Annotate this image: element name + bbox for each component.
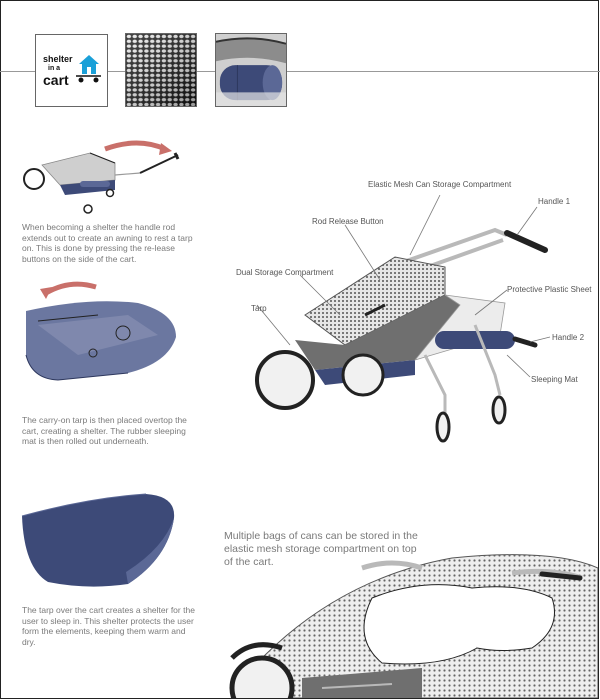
mesh-storage-closeup-figure xyxy=(229,554,598,698)
logo-line-3: cart xyxy=(43,72,69,88)
tarp-shelter-figure xyxy=(21,493,175,587)
logo-line-2: in a xyxy=(48,65,61,72)
tarp-placement-figure xyxy=(25,281,176,381)
house-cart-icon xyxy=(76,55,101,83)
logo-line-1: shelter xyxy=(43,54,73,64)
label-sleeping-mat: Sleeping Mat xyxy=(531,375,578,384)
shelter-sleep-caption: The tarp over the cart creates a shelter… xyxy=(22,605,195,647)
mesh-texture-thumbnail xyxy=(125,33,197,107)
label-handle-1: Handle 1 xyxy=(538,197,571,206)
label-dual-storage: Dual Storage Compartment xyxy=(236,268,334,277)
shelter-in-a-cart-logo: shelter in a cart xyxy=(35,34,108,107)
handle-rod-caption: When becoming a shelter the handle rod e… xyxy=(22,222,193,264)
storage-caption: Multiple bags of cans can be stored in t… xyxy=(224,530,418,568)
header-divider xyxy=(0,71,600,72)
cart-rod-extension-figure xyxy=(23,140,180,214)
sleeping-mat-closeup-thumbnail xyxy=(215,33,287,107)
label-rod-release: Rod Release Button xyxy=(312,217,384,226)
label-handle-2: Handle 2 xyxy=(552,333,585,342)
label-protective-sheet: Protective Plastic Sheet xyxy=(507,285,592,294)
label-tarp: Tarp xyxy=(251,304,267,313)
tarp-overtop-caption: The carry-on tarp is then placed overtop… xyxy=(22,415,187,446)
labeled-cart-diagram xyxy=(255,195,551,443)
label-elastic-mesh: Elastic Mesh Can Storage Compartment xyxy=(368,180,512,189)
